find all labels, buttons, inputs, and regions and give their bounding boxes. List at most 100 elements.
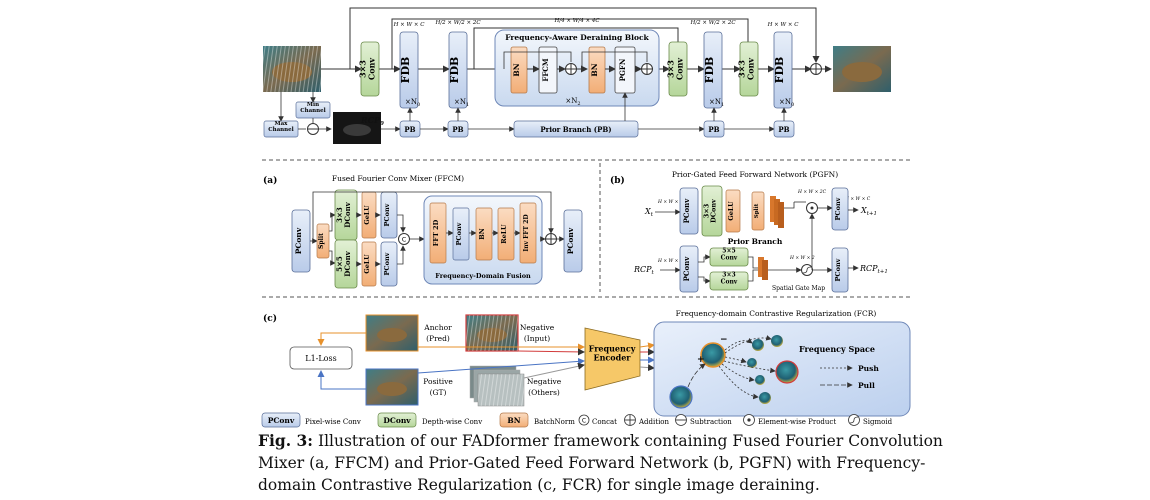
n1-label-2: ×N1 <box>709 98 724 108</box>
pgfn-dim-2: H × W × 2C <box>797 189 827 195</box>
legend: PConv Pixel-wise Conv DConv Depth-wise C… <box>261 412 893 428</box>
fdb-block-1-label: FDB <box>399 57 412 84</box>
fadb-bn-2 <box>588 46 606 94</box>
legend-dconv-desc: Depth-wise Conv <box>422 418 482 426</box>
negative-others-label: Negative <box>527 377 562 386</box>
pgfn-prior-pconv-out <box>831 247 849 293</box>
fadb-bn-1 <box>510 46 528 94</box>
n0-label-2: ×N0 <box>779 98 794 108</box>
legend-bn-label: BN <box>507 416 520 425</box>
decoder-conv3x3-2 <box>739 41 759 97</box>
ffcm-fdf-pconv-label: PConv <box>455 222 463 245</box>
dim-label-5: H × W × C <box>767 22 800 28</box>
ffcm-pconv-out <box>563 209 583 273</box>
positive-sublabel: (GT) <box>430 388 447 397</box>
panel-a-ffcm: (a) Fused Fourier Conv Mixer (FFCM) PCon… <box>263 174 583 289</box>
negative-embedding-1 <box>752 339 764 351</box>
pgfn-sgm-label: Spatial Gate Map <box>772 285 825 292</box>
caption-line-2: Mixer (a, FFCM) and Prior-Gated Feed For… <box>258 454 926 472</box>
pgfn-dconv <box>701 185 723 237</box>
ffcm-fdf-label: Frequency-Domain Fusion <box>435 272 531 280</box>
positive-label: Positive <box>423 377 453 386</box>
pgfn-pconv-out <box>831 187 849 231</box>
ffcm-concat <box>398 233 410 245</box>
caption-fig-label: Fig. 3: <box>258 431 314 450</box>
decoder-conv3x3-1 <box>668 41 688 97</box>
figure-caption: Fig. 3: Illustration of our FADformer fr… <box>258 430 943 496</box>
pgfn-prior-pconv-out-label: PConv <box>834 258 842 281</box>
dim-label-2: H/2 × W/2 × 2C <box>434 20 481 26</box>
fadb-bn-2-label: BN <box>590 63 599 76</box>
ffcm-split-label: Split <box>318 233 325 249</box>
fadb-ffcm-label: FFCM <box>541 58 550 82</box>
legend-sub-desc: Subtraction <box>690 418 732 426</box>
prior-branch-pb-label: Prior Branch (PB) <box>540 125 611 134</box>
pgfn-rcpt1: RCPt+1 <box>859 264 888 275</box>
pgfn-prior-branch-label: Prior Branch <box>728 237 783 246</box>
panel-b-pgfn: (b) Prior-Gated Feed Forward Network (PG… <box>610 170 888 293</box>
negative-input-sublabel: (Input) <box>524 334 550 343</box>
n0-label-1: ×N0 <box>405 98 420 108</box>
panel-b-title: Prior-Gated Feed Forward Network (PGFN) <box>672 170 838 179</box>
fdb-block-3-label: FDB <box>703 57 716 84</box>
panel-b-tag: (b) <box>610 175 625 186</box>
ffcm-gelu-2-label: GeLU <box>363 254 371 274</box>
pgfn-dim-1: H × W × C <box>657 199 684 205</box>
ffcm-dconv5x5-label: 5×5DConv <box>335 250 352 276</box>
pgfn-xt: Xt <box>644 207 654 218</box>
negative-others-images <box>469 365 525 407</box>
negative-embedding-5 <box>759 392 771 404</box>
l1-loss-label: L1-Loss <box>305 354 336 363</box>
legend-concat-desc: Concat <box>592 418 617 426</box>
spatial-gate-map-stack <box>758 257 768 280</box>
ffcm-dconv3x3-label: 3×3DConv <box>335 201 352 227</box>
l1-loss-box <box>289 346 353 370</box>
ffcm-pconv-out-label: PConv <box>566 227 575 254</box>
legend-dconv-swatch <box>377 412 417 428</box>
legend-concat-symbol: C <box>582 418 586 425</box>
minus-sign: − <box>720 335 728 345</box>
push-label: Push <box>858 364 879 373</box>
frequency-encoder <box>584 327 641 391</box>
decoder-conv3x3-2-label: 3×3Conv <box>737 58 756 81</box>
ffcm-invfft <box>519 202 537 264</box>
negative-embedding-4 <box>755 375 765 385</box>
pgfn-gelu <box>725 189 741 233</box>
ffcm-pconv-a-label: PConv <box>383 203 391 226</box>
fadb-title: Frequency-Aware Deraining Block <box>505 33 649 42</box>
pgfn-split <box>751 191 765 231</box>
concat-icon <box>578 414 590 426</box>
legend-bn-desc: BatchNorm <box>534 418 575 426</box>
legend-pconv-label: PConv <box>268 416 295 425</box>
legend-bn-swatch <box>499 412 529 428</box>
pgfn-dim-4: H × W × 3 <box>657 258 683 264</box>
pgfn-gelu-label: GeLU <box>727 201 735 221</box>
input-conv3x3-label: 3×3Conv <box>358 58 377 81</box>
ffcm-fdf-relu <box>497 207 515 261</box>
pb-block-2-label: PB <box>452 125 463 134</box>
panel-a-tag: (a) <box>263 175 277 186</box>
ffcm-fdf-bn-label: BN <box>478 228 486 239</box>
decoder-conv3x3-1-label: 3×3Conv <box>666 58 685 81</box>
ffcm-pconv-b-label: PConv <box>383 252 391 275</box>
fadb-bn-1-label: BN <box>512 63 521 76</box>
caption-line-1: Fig. 3: Illustration of our FADformer fr… <box>258 430 943 452</box>
anchor-embedding <box>700 342 726 368</box>
pgfn-pconv-out-label: PConv <box>834 197 842 220</box>
anchor-label: Anchor <box>423 323 452 332</box>
ffcm-split <box>316 223 330 259</box>
input-conv3x3 <box>360 41 380 97</box>
dim-label-4: H/2 × W/2 × 2C <box>689 20 736 26</box>
fdb-block-4-label: FDB <box>773 57 786 84</box>
ffcm-fdf-bn <box>475 207 493 261</box>
fdb-block-2-label: FDB <box>448 57 461 84</box>
legend-dconv-label: DConv <box>383 416 411 425</box>
legend-pconv-swatch <box>261 412 301 428</box>
legend-sig-desc: Sigmoid <box>863 418 893 426</box>
panel-c-title: Frequency-domain Contrastive Regularizat… <box>676 309 877 318</box>
legend-prod-desc: Element-wise Product <box>758 418 836 426</box>
frequency-space-label: Frequency Space <box>799 344 875 354</box>
